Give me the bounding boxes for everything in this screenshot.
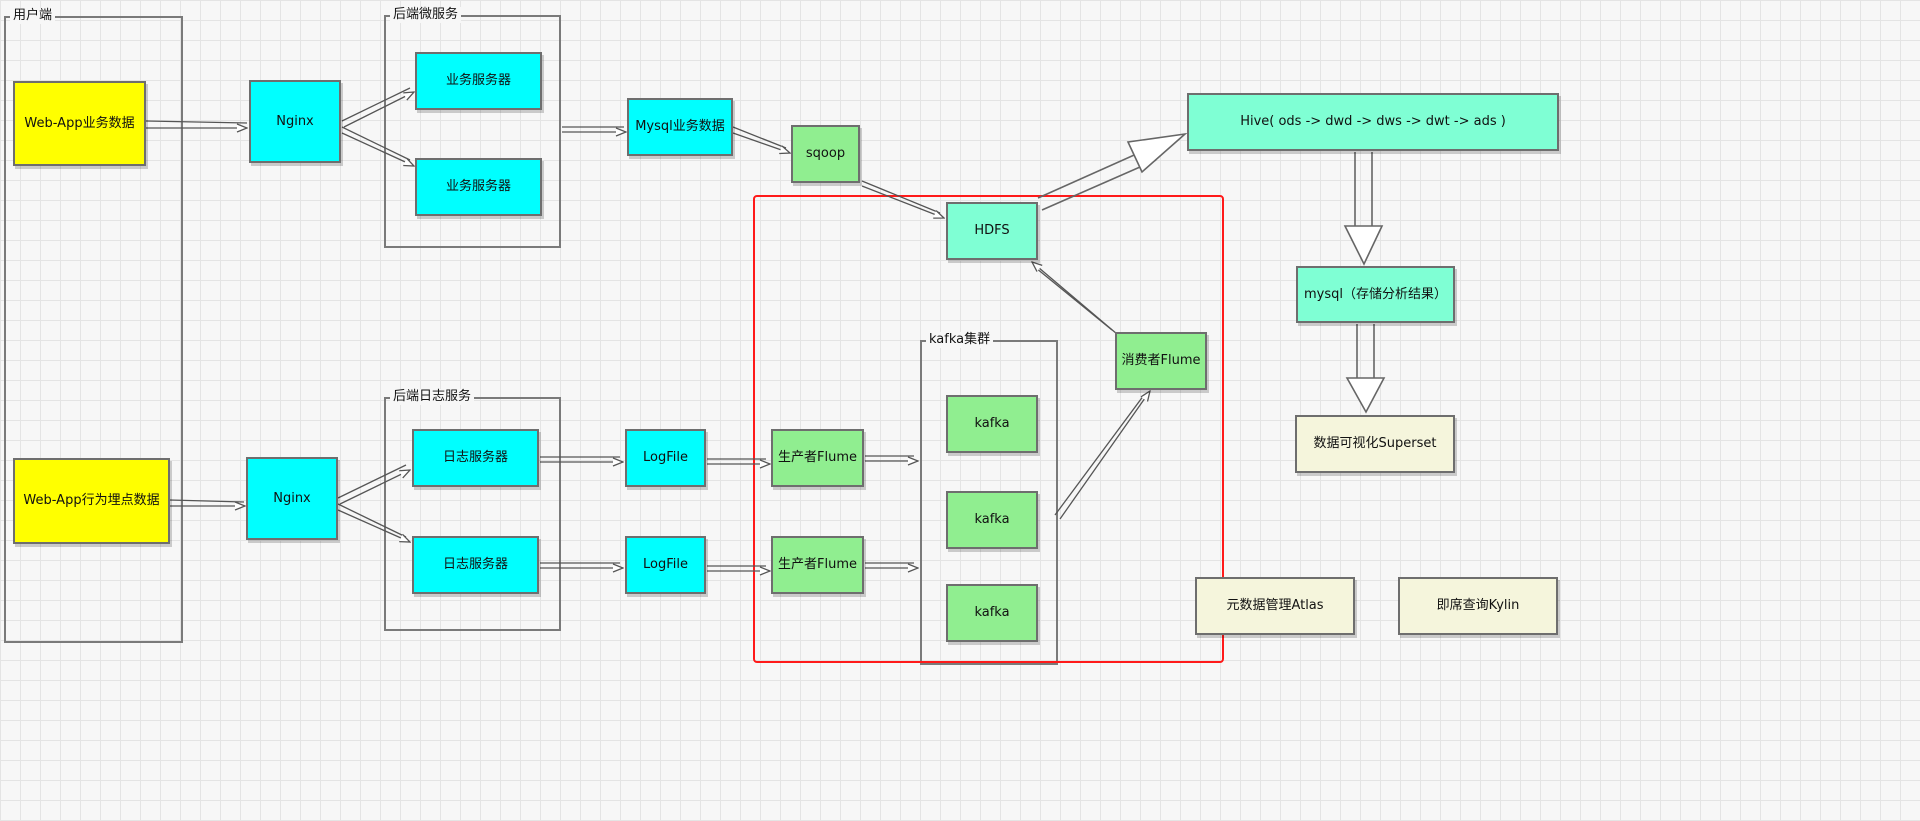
- arrow-mysql-results-to-superset: [1345, 324, 1386, 414]
- arrow-hive-to-mysql-results: [1343, 152, 1384, 266]
- group-client-label: 用户端: [10, 8, 56, 24]
- node-webapp-behavior: Web-App行为埋点数据: [13, 458, 170, 544]
- node-kafka-1: kafka: [946, 395, 1038, 453]
- group-backend-micro-label: 后端微服务: [390, 7, 462, 23]
- group-backend-log: 后端日志服务: [384, 389, 561, 631]
- highlight-frame: [753, 195, 1224, 663]
- node-mysql-business: Mysql业务数据: [627, 98, 733, 156]
- group-kafka-cluster-label: kafka集群: [926, 332, 994, 348]
- arrow-mysql-to-sqoop: [732, 126, 790, 153]
- node-biz-server-1: 业务服务器: [415, 52, 542, 110]
- node-nginx-bottom: Nginx: [246, 457, 338, 540]
- node-nginx-top: Nginx: [249, 80, 341, 163]
- group-backend-log-label: 后端日志服务: [390, 389, 475, 405]
- node-superset: 数据可视化Superset: [1295, 415, 1455, 473]
- node-consumer-flume: 消费者Flume: [1115, 332, 1207, 390]
- node-atlas: 元数据管理Atlas: [1195, 577, 1355, 635]
- node-kafka-3: kafka: [946, 584, 1038, 642]
- node-mysql-results: mysql（存储分析结果）: [1296, 266, 1455, 323]
- node-logfile-2: LogFile: [625, 536, 706, 594]
- node-producer-flume-1: 生产者Flume: [771, 429, 864, 487]
- group-client: 用户端: [4, 8, 183, 643]
- node-webapp-business: Web-App业务数据: [13, 81, 146, 166]
- node-biz-server-2: 业务服务器: [415, 158, 542, 216]
- node-log-server-2: 日志服务器: [412, 536, 539, 594]
- node-kylin: 即席查询Kylin: [1398, 577, 1558, 635]
- node-producer-flume-2: 生产者Flume: [771, 536, 864, 594]
- arrow-biz-to-mysql: [562, 126, 626, 132]
- node-hive: Hive( ods -> dwd -> dws -> dwt -> ads ): [1187, 93, 1559, 151]
- node-log-server-1: 日志服务器: [412, 429, 539, 487]
- node-hdfs: HDFS: [946, 202, 1038, 260]
- node-kafka-2: kafka: [946, 491, 1038, 549]
- node-sqoop: sqoop: [791, 125, 860, 183]
- node-logfile-1: LogFile: [625, 429, 706, 487]
